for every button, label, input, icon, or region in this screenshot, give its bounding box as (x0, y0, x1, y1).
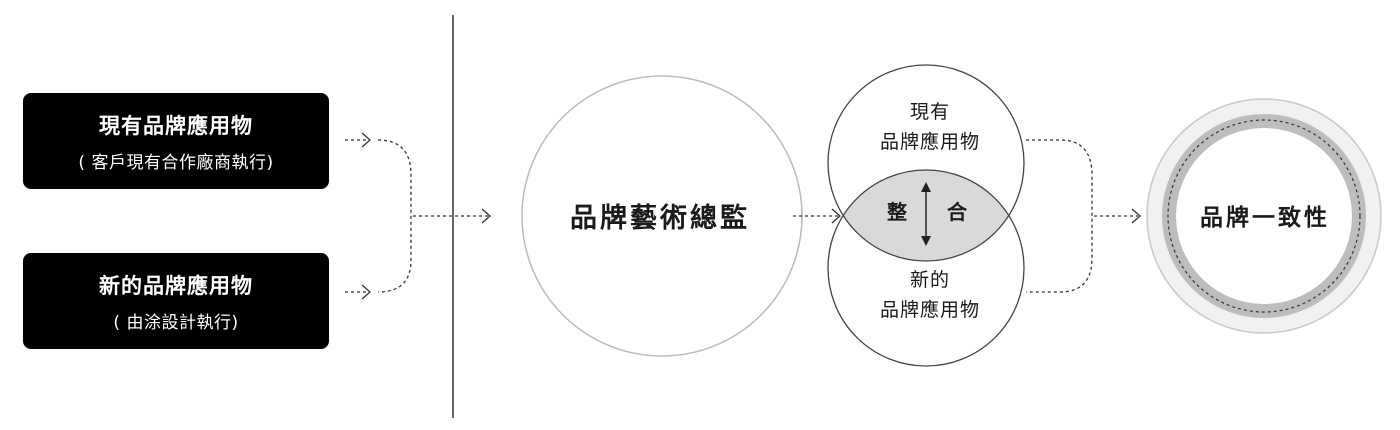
integration-left-char: 整 (887, 200, 907, 224)
new-applications-subtitle: ( 由涂設計執行) (113, 312, 239, 333)
integration-right-char: 合 (947, 200, 967, 224)
consistency-ring (1146, 98, 1382, 334)
venn-top-label: 現有 品牌應用物 (830, 97, 1030, 157)
director-to-venn-arrow (793, 208, 841, 224)
existing-applications-subtitle: ( 客戶現有合作廠商執行) (78, 152, 274, 173)
venn-bottom-label: 新的 品牌應用物 (830, 265, 1030, 325)
new-applications-title: 新的品牌應用物 (99, 273, 253, 298)
venn-top-line1: 現有 (909, 101, 950, 123)
venn-bottom-circle (827, 169, 1025, 367)
venn-top-line2: 品牌應用物 (879, 131, 980, 153)
director-label: 品牌藝術總監 (570, 203, 750, 234)
new-applications-box: 新的品牌應用物 ( 由涂設計執行) (23, 253, 329, 349)
venn-bottom-line2: 品牌應用物 (879, 299, 980, 321)
venn-top-circle (827, 64, 1025, 262)
venn-diagram (827, 64, 1025, 367)
input-connectors (345, 132, 491, 300)
output-connectors (1026, 139, 1141, 293)
existing-applications-box: 現有品牌應用物 ( 客戶現有合作廠商執行) (23, 93, 329, 189)
consistency-label: 品牌一致性 (1200, 205, 1330, 231)
existing-applications-title: 現有品牌應用物 (99, 113, 253, 138)
venn-bottom-line1: 新的 (909, 269, 950, 291)
